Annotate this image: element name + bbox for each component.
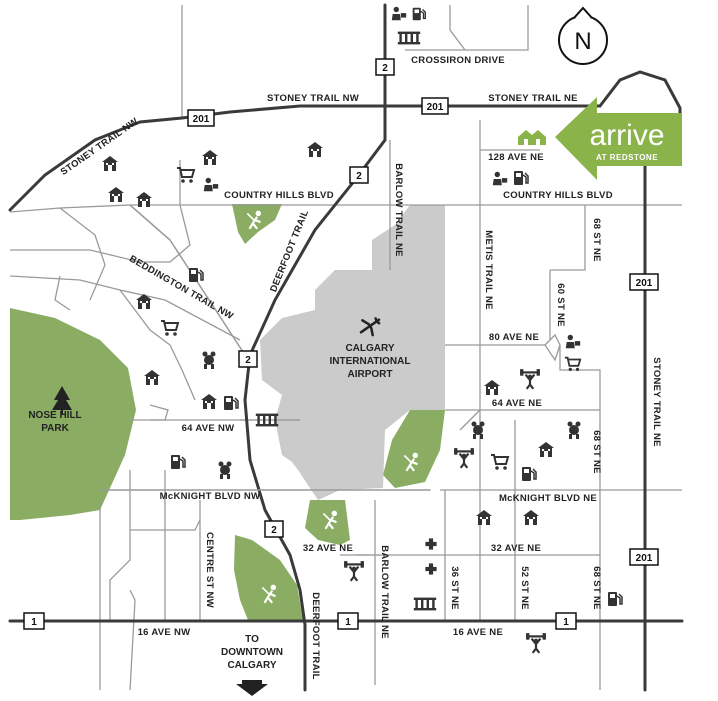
arrive-arrow (555, 97, 682, 180)
label-country-hills-w: COUNTRY HILLS BLVD (224, 190, 334, 201)
label-barlow-north: BARLOW TRAIL NE (393, 163, 404, 257)
shield-1-c: 1 (555, 612, 577, 630)
shield-201-d: 201 (629, 548, 659, 566)
label-stoney-trail-nw: STONEY TRAIL NW (267, 93, 359, 104)
park-16-ave (234, 535, 303, 620)
park-airport-east (383, 410, 445, 488)
arrive-banner: arrive AT REDSTONE (518, 97, 682, 180)
svg-text:201: 201 (427, 102, 444, 113)
park-country-hills (232, 204, 282, 244)
svg-text:2: 2 (271, 525, 277, 536)
downtown-label-1: TO (245, 634, 259, 645)
label-36-st: 36 ST NE (449, 566, 460, 610)
label-metis-trail: METIS TRAIL NE (483, 230, 494, 310)
label-64-ave-ne: 64 AVE NE (492, 398, 542, 409)
shield-1-b: 1 (337, 612, 359, 630)
svg-text:2: 2 (245, 355, 251, 366)
label-52-st: 52 ST NE (519, 566, 530, 610)
label-64-ave-nw: 64 AVE NW (182, 423, 235, 434)
label-mcknight-nw: McKNIGHT BLVD NW (160, 491, 261, 502)
compass-letter: N (574, 28, 591, 55)
nose-hill-park (10, 308, 136, 520)
label-80-ave-ne: 80 AVE NE (489, 332, 539, 343)
label-country-hills-e: COUNTRY HILLS BLVD (503, 190, 613, 201)
airport-label-3: AIRPORT (348, 369, 393, 380)
label-mcknight-ne: McKNIGHT BLVD NE (499, 493, 597, 504)
parks (10, 204, 445, 620)
airport-grounds (260, 205, 445, 500)
shield-2-a: 2 (375, 58, 395, 76)
nose-hill-label-1: NOSE HILL (28, 410, 81, 421)
label-deerfoot-south: DEERFOOT TRAIL (310, 592, 321, 680)
airplane-icon (359, 317, 381, 337)
svg-text:1: 1 (31, 617, 37, 628)
label-32-ave-e: 32 AVE NE (491, 543, 541, 554)
shield-1-a: 1 (23, 612, 45, 630)
label-128-ave-ne: 128 AVE NE (488, 152, 544, 163)
road-labels: CROSSIRON DRIVE STONEY TRAIL NW STONEY T… (59, 55, 662, 680)
label-centre-st: CENTRE ST NW (204, 532, 215, 608)
arrive-logo-text: arrive (589, 119, 664, 152)
gas-station-icon (521, 466, 537, 482)
label-stoney-trail-ne-vert: STONEY TRAIL NE (651, 357, 662, 447)
airport-label-1: CALGARY (345, 343, 394, 354)
shield-201-c: 201 (629, 273, 659, 291)
label-crossiron-drive: CROSSIRON DRIVE (411, 55, 505, 66)
label-stoney-trail-ne: STONEY TRAIL NE (488, 93, 578, 104)
park-deerfoot (305, 500, 350, 545)
shield-2-c: 2 (238, 350, 258, 368)
minor-roads (9, 5, 682, 691)
label-68-st-mid: 68 ST NE (591, 430, 602, 474)
nose-hill-label-2: PARK (41, 423, 69, 434)
highway-shields: 201 201 201 201 2 2 2 2 1 1 1 (23, 58, 659, 630)
airport-label-2: INTERNATIONAL (330, 356, 411, 367)
label-68-st-north: 68 ST NE (591, 218, 602, 262)
compass-icon: N (558, 6, 608, 65)
svg-text:1: 1 (345, 617, 351, 628)
downtown-label-3: CALGARY (227, 660, 276, 671)
label-barlow-south: BARLOW TRAIL NE (379, 545, 390, 639)
gas-station-icon (170, 454, 186, 470)
shield-201-b: 201 (421, 97, 449, 115)
downtown-label-2: DOWNTOWN (221, 647, 283, 658)
label-68-st-south: 68 ST NE (591, 566, 602, 610)
arrow-down-icon (236, 680, 268, 696)
home-icon (518, 130, 546, 145)
label-16-ave-nw: 16 AVE NW (138, 627, 191, 638)
svg-text:201: 201 (636, 278, 653, 289)
beddington-trail-road (129, 204, 246, 356)
label-32-ave-w: 32 AVE NE (303, 543, 353, 554)
gas-station-icon (412, 7, 426, 21)
arrive-sub-text: AT REDSTONE (596, 153, 658, 162)
shield-2-d: 2 (264, 520, 284, 538)
gas-station-icon (607, 591, 623, 607)
tree-icon (52, 386, 72, 414)
label-16-ave-ne: 16 AVE NE (453, 627, 503, 638)
gas-station-icon (513, 170, 529, 186)
svg-text:201: 201 (193, 114, 210, 125)
gas-station-icon (223, 395, 239, 411)
place-labels: CALGARY INTERNATIONAL AIRPORT NOSE HILL … (28, 343, 410, 696)
svg-text:2: 2 (382, 63, 388, 74)
svg-text:1: 1 (563, 617, 569, 628)
svg-text:201: 201 (636, 553, 653, 564)
label-60-st: 60 ST NE (555, 283, 566, 327)
gas-station-icon (188, 267, 204, 283)
shield-201-a: 201 (187, 109, 215, 127)
svg-text:2: 2 (356, 171, 362, 182)
shield-2-b: 2 (349, 166, 369, 184)
